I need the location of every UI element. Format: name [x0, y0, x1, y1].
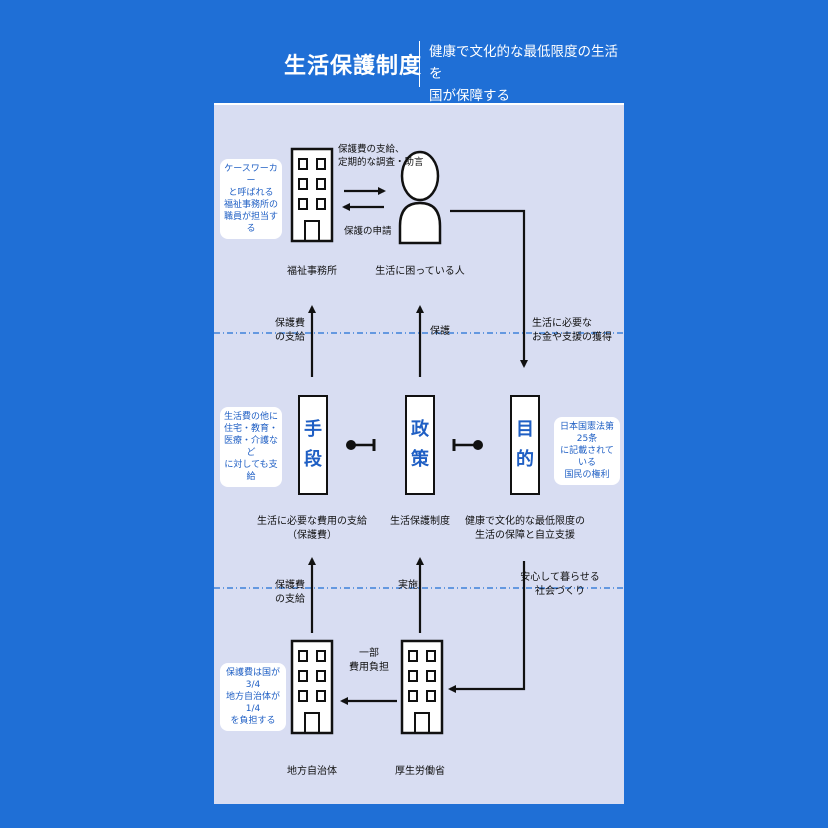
policy-up-label: 保護: [430, 326, 450, 337]
person-to-purpose-label: 生活に必要な お金や支援の獲得: [532, 318, 612, 343]
page-subtitle: 健康で文化的な最低限度の生活を 国が保障する: [429, 44, 618, 104]
arrow-person-to-purpose: [450, 209, 528, 368]
ministry-up-label: 実施: [398, 580, 418, 591]
policy-label: 生活保護制度: [390, 516, 450, 527]
purpose-to-ministry-label: 安心して暮らせる 社会づくり: [520, 572, 600, 597]
arrow-purpose-to-ministry: [448, 561, 526, 693]
means-label: 生活に必要な費用の支給 （保護費）: [257, 516, 367, 541]
person-label: 生活に困っている人: [375, 266, 465, 277]
caseworker-note: ケースワーカー と呼ばれる 福祉事務所の 職員が担当する: [220, 159, 282, 239]
local-up-label: 保護費 の支給: [275, 580, 305, 605]
ministry-label: 厚生労働省: [395, 766, 445, 777]
ministry-to-local-label: 一部 費用負担: [349, 648, 389, 673]
connector-means-policy: [346, 439, 376, 451]
diagram-panel: 生活保護制度 健康で文化的な最低限度の生活を 国が保障する: [214, 21, 624, 804]
policy-box: 政 策: [405, 395, 435, 495]
constitution-note: 日本国憲法第25条 に記載されている 国民の権利: [554, 417, 620, 485]
ministry-building-icon: [400, 639, 444, 735]
welfare-office-building-icon: [290, 147, 334, 243]
purpose-box: 目 的: [510, 395, 540, 495]
diagram-graphics: [214, 147, 624, 735]
person-to-office-label: 保護の申請: [344, 226, 392, 237]
person-icon: [398, 150, 442, 245]
local-government-building-icon: [290, 639, 334, 735]
cost-share-note: 保護費は国が3/4 地方自治体が1/4 を負担する: [220, 663, 286, 731]
header-bar: 生活保護制度 健康で文化的な最低限度の生活を 国が保障する: [214, 21, 624, 105]
means-up-label: 保護費 の支給: [275, 318, 305, 343]
local-government-label: 地方自治体: [287, 766, 337, 777]
means-box: 手 段: [298, 395, 328, 495]
title-divider: [419, 41, 420, 87]
means-note: 生活費の他に 住宅・教育・ 医療・介護など に対しても支給: [220, 407, 282, 487]
page-title: 生活保護制度: [284, 54, 423, 79]
welfare-office-label: 福祉事務所: [287, 266, 337, 277]
office-to-person-label: 保護費の支給、 定期的な調査・助言: [338, 144, 424, 168]
purpose-label: 健康で文化的な最低限度の 生活の保障と自立支援: [465, 516, 585, 541]
connector-policy-purpose: [452, 439, 483, 451]
